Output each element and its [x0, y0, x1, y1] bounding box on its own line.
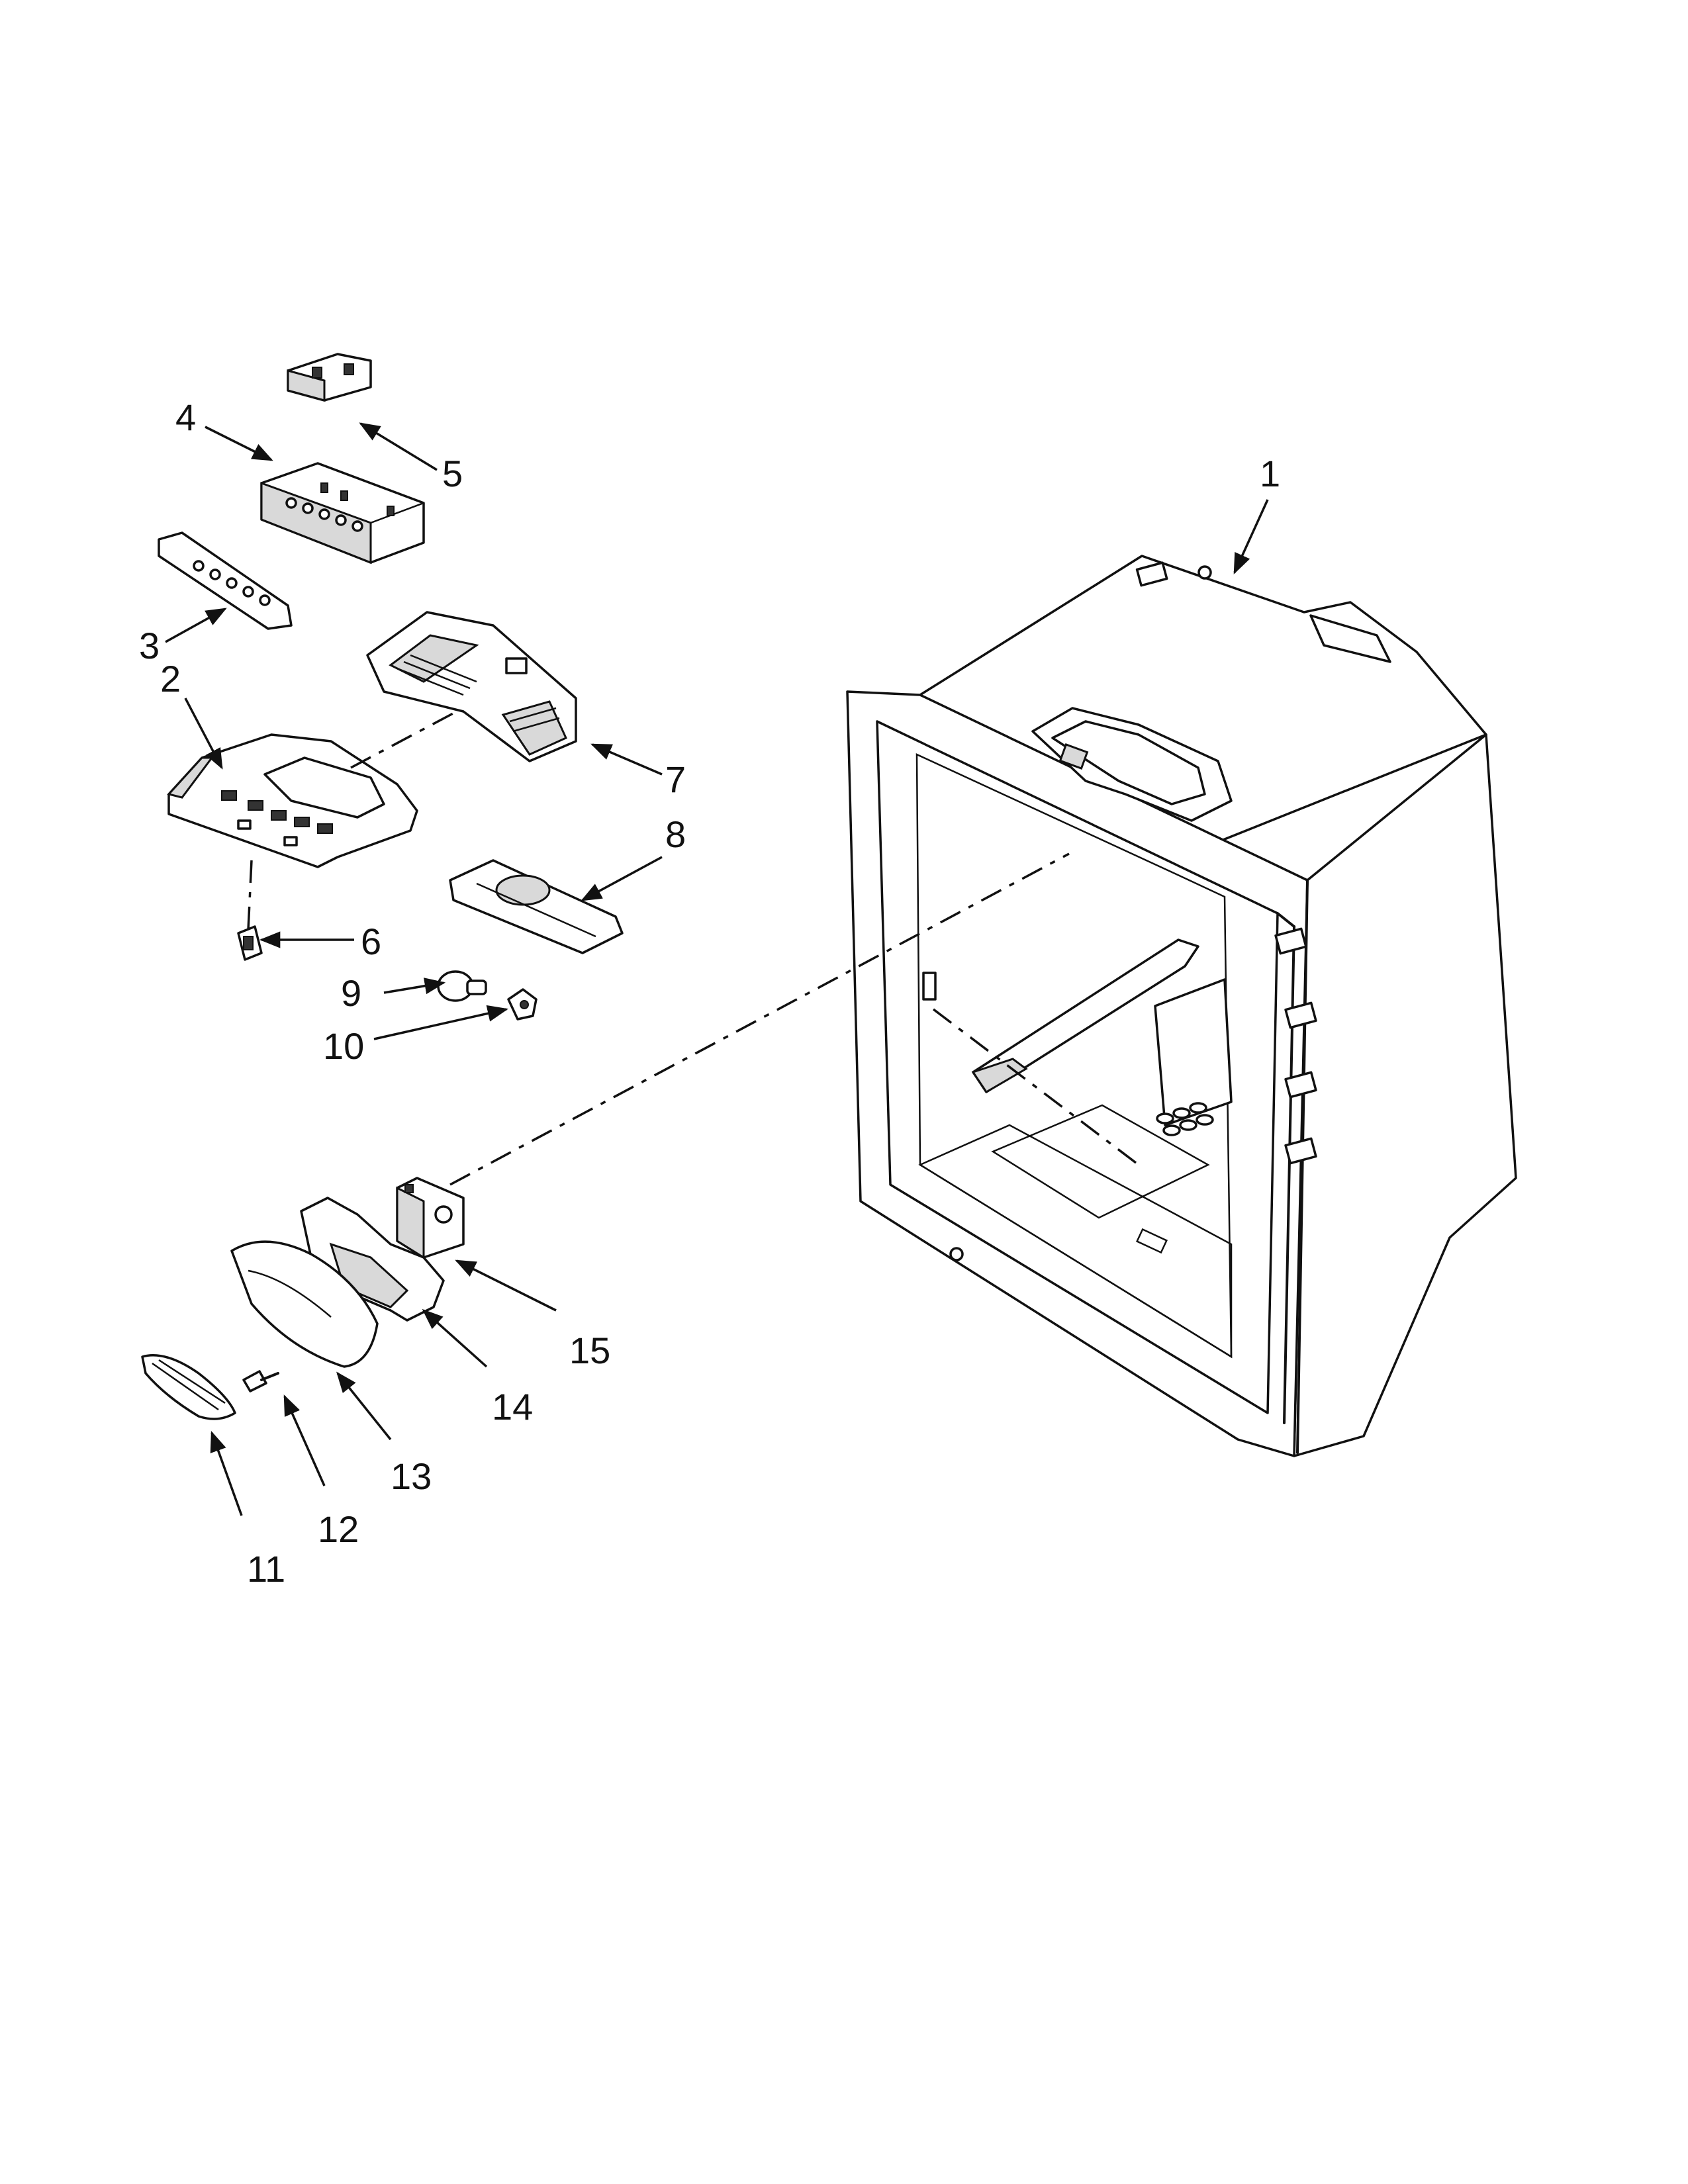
callout-7: 7: [665, 758, 686, 800]
part-5-bracket: [287, 353, 372, 402]
callout-12: 12: [318, 1508, 359, 1550]
callout-9: 9: [341, 972, 361, 1014]
callout-3: 3: [139, 625, 160, 666]
callout-14: 14: [492, 1386, 533, 1428]
refrigerator-liner: [846, 555, 1517, 1457]
assembly-lines: [247, 710, 1140, 1186]
part-6-switch: [237, 925, 263, 961]
part-4-control-housing: [260, 462, 425, 565]
part-12-screw: [242, 1370, 279, 1392]
callout-5: 5: [442, 453, 463, 494]
part-15-water-valve: [396, 1177, 465, 1259]
callout-8: 8: [665, 813, 686, 855]
callout-15: 15: [569, 1330, 610, 1371]
part-2-control-panel: [167, 733, 418, 868]
part-3-overlay: [158, 531, 293, 630]
callout-labels: 1 2 3 4 5 6 7 8 9 10 11 12 13 14 15: [139, 396, 1280, 1590]
part-11-trim: [141, 1354, 236, 1420]
callout-4: 4: [175, 396, 196, 438]
callout-11: 11: [247, 1548, 285, 1590]
part-10-lamp-socket: [507, 988, 538, 1021]
callout-10: 10: [323, 1025, 364, 1067]
callout-6: 6: [361, 921, 381, 962]
part-7-light-cover: [366, 611, 577, 762]
callout-2: 2: [160, 658, 181, 700]
part-9-light-bulb: [437, 970, 487, 1002]
callout-1: 1: [1260, 453, 1280, 494]
part-8-light-socket-housing: [449, 859, 624, 954]
vent-grille: [1156, 1102, 1214, 1136]
callout-13: 13: [391, 1455, 432, 1497]
part-13-handle: [230, 1240, 379, 1368]
leader-lines: [165, 422, 1269, 1516]
